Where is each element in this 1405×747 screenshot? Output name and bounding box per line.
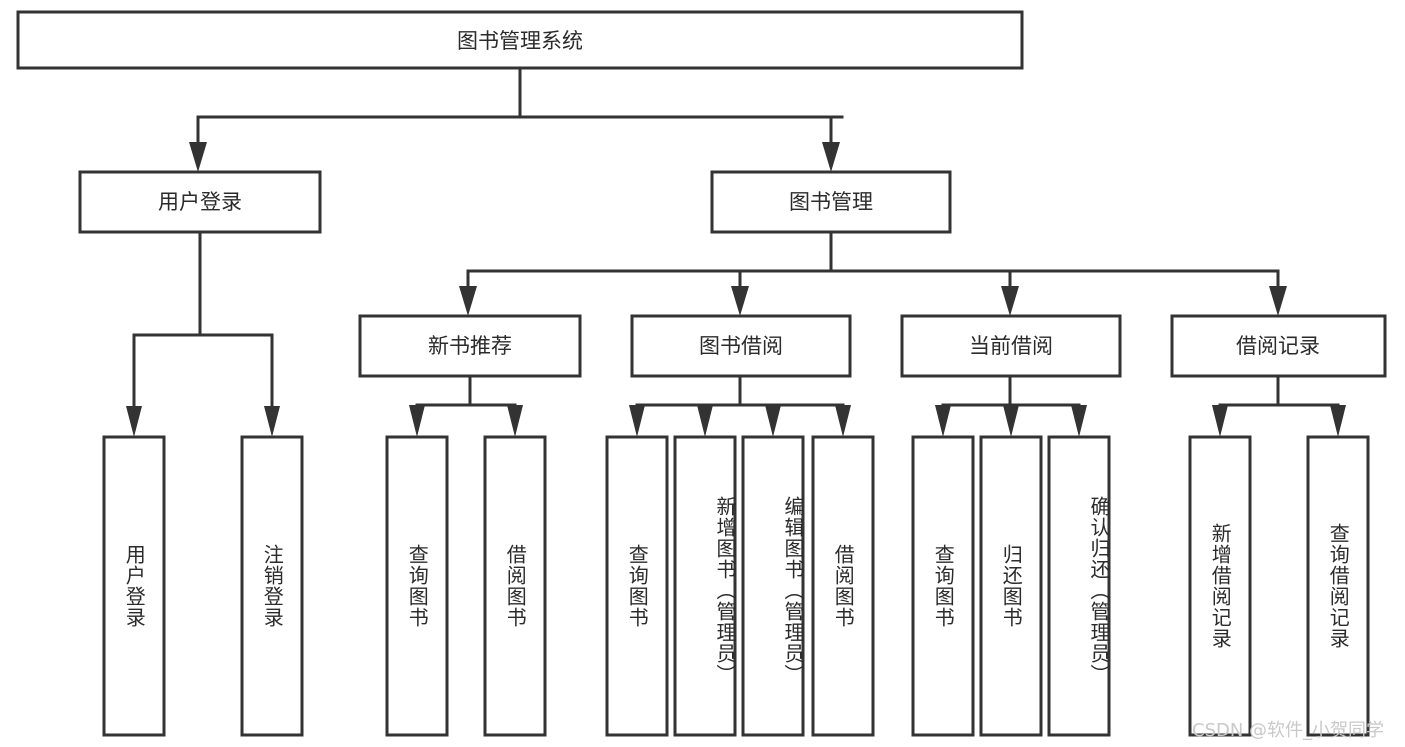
arrow-head-icon	[189, 142, 207, 172]
node-new-book-recommend[interactable]: 新书推荐	[358, 314, 582, 378]
node-leaf-return-book-box[interactable]	[979, 435, 1043, 737]
arrow-head-icon	[1330, 405, 1346, 437]
node-leaf-edit-book-admin-box[interactable]	[741, 435, 805, 737]
node-user-login-label: 用户登录	[158, 190, 242, 214]
connector-root-to-level2	[189, 66, 844, 172]
arrow-head-icon	[126, 406, 142, 437]
arrow-head-icon	[765, 405, 781, 437]
node-root-box[interactable]	[16, 10, 1024, 70]
node-leaf-add-book-admin-box[interactable]	[673, 435, 737, 737]
connector-borrowrecord-to-leaves	[1212, 374, 1346, 437]
node-book-borrow[interactable]: 图书借阅	[630, 314, 852, 378]
arrow-head-icon	[507, 405, 523, 437]
node-book-manage-label: 图书管理	[789, 190, 873, 214]
node-leaf-confirm-return-admin-box[interactable]	[1047, 435, 1111, 737]
arrow-head-icon	[459, 286, 477, 316]
node-leaf-logout-login-box[interactable]	[240, 435, 304, 737]
arrow-head-icon	[697, 405, 713, 437]
node-user-login[interactable]: 用户登录	[78, 170, 322, 234]
node-book-manage-box[interactable]	[710, 170, 952, 234]
arrow-head-icon	[1003, 405, 1019, 437]
node-user-login-box[interactable]	[78, 170, 322, 234]
node-current-borrow[interactable]: 当前借阅	[900, 314, 1122, 378]
node-leaf-add-borrow-record-box[interactable]	[1188, 435, 1252, 737]
arrow-head-icon	[1212, 405, 1228, 437]
node-leaf-borrow-book-2-box[interactable]	[811, 435, 875, 737]
node-new-book-recommend-box[interactable]	[358, 314, 582, 378]
node-borrow-record-label: 借阅记录	[1236, 334, 1320, 358]
node-current-borrow-label: 当前借阅	[969, 334, 1053, 358]
leaf-boxes	[102, 435, 1370, 737]
node-leaf-user-login-box[interactable]	[102, 435, 166, 737]
node-root-label: 图书管理系统	[457, 29, 583, 53]
node-leaf-query-borrow-record-box[interactable]	[1306, 435, 1370, 737]
node-leaf-borrow-book-1-box[interactable]	[483, 435, 547, 737]
connector-currentborrow-to-leaves	[935, 374, 1087, 437]
arrow-head-icon	[835, 405, 851, 437]
connector-newbook-to-leaves	[409, 374, 523, 437]
arrow-head-icon	[935, 405, 951, 437]
node-borrow-record[interactable]: 借阅记录	[1170, 314, 1387, 378]
node-root[interactable]: 图书管理系统	[16, 10, 1024, 70]
arrow-head-icon	[731, 286, 749, 316]
arrow-head-icon	[629, 405, 645, 437]
node-borrow-record-box[interactable]	[1170, 314, 1387, 378]
connector-userlogin-to-leaves	[126, 230, 280, 437]
node-book-borrow-box[interactable]	[630, 314, 852, 378]
arrow-head-icon	[409, 405, 425, 437]
arrow-head-icon	[1269, 286, 1287, 316]
arrow-head-icon	[822, 142, 840, 172]
watermark-text: CSDN @软件_小贺同学	[1192, 720, 1385, 741]
node-book-borrow-label: 图书借阅	[699, 334, 783, 358]
arrow-head-icon	[1001, 286, 1019, 316]
arrow-head-icon	[1071, 405, 1087, 437]
node-leaf-query-book-3-box[interactable]	[911, 435, 975, 737]
node-new-book-recommend-label: 新书推荐	[428, 334, 512, 358]
node-current-borrow-box[interactable]	[900, 314, 1122, 378]
node-leaf-query-book-2-box[interactable]	[605, 435, 669, 737]
node-book-manage[interactable]: 图书管理	[710, 170, 952, 234]
arrow-head-icon	[264, 406, 280, 437]
node-leaf-query-book-1-box[interactable]	[385, 435, 449, 737]
connector-bookmanage-to-level3	[459, 230, 1287, 316]
connector-bookborrow-to-leaves	[629, 374, 851, 437]
